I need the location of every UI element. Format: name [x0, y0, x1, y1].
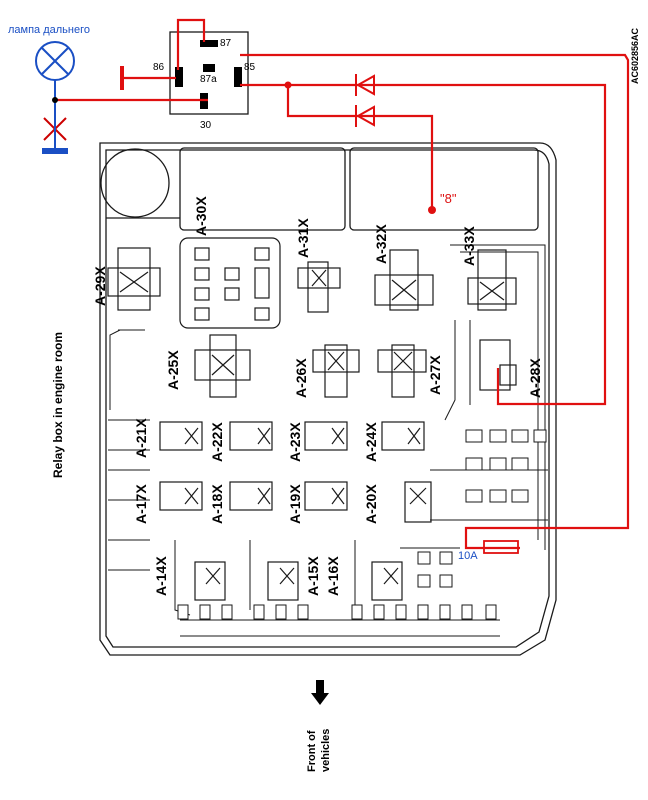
pin-87-label: 87: [220, 38, 232, 49]
relay-block-a30: [179, 237, 281, 329]
label-a29x: A-29X: [92, 266, 108, 306]
relay-labels: A-29X A-30X A-31X A-32X A-33X A-25X A-26…: [92, 196, 543, 596]
ground-symbol: [42, 117, 68, 154]
relay-module-a28: [479, 339, 517, 391]
front-arrow: [311, 680, 329, 705]
relay-contact-87: [200, 40, 218, 47]
wire-87-loop: [176, 18, 206, 70]
lamp-label: лампа дальнего: [8, 24, 90, 36]
label-a15x: A-15X: [305, 556, 321, 596]
relay-contact-87a: [203, 64, 215, 72]
doc-code: AC602856AC: [630, 27, 640, 84]
relay-module-a22: [159, 421, 203, 451]
fuse-10a-label: 10A: [458, 550, 478, 562]
lamp-symbol: [35, 41, 75, 118]
label-a33x: A-33X: [461, 226, 477, 266]
pin-86-label: 86: [153, 62, 165, 73]
label-a24x: A-24X: [363, 422, 379, 462]
relay-module-a32: [374, 249, 434, 311]
wire-87-to-fuse: [240, 53, 630, 550]
pin-87a-label: 87a: [200, 74, 217, 85]
internal-traces: [108, 244, 548, 637]
relay-module-a15: [267, 561, 299, 601]
front-label-line2: vehicles: [320, 729, 332, 772]
relay-module-a24b: [381, 421, 425, 451]
wire-85-main: [240, 83, 607, 406]
label-a31x: A-31X: [295, 218, 311, 258]
relay-module-a16: [371, 561, 403, 601]
fuse-10a-box: [483, 540, 519, 554]
label-a18x: A-18X: [209, 484, 225, 524]
relay-modules: [107, 247, 517, 601]
connector-8-dot: [428, 206, 436, 214]
label-a27x: A-27X: [427, 355, 443, 395]
relay-module-a33: [467, 249, 517, 311]
relay-module-a25: [194, 334, 251, 398]
pin-30-label: 30: [200, 120, 212, 131]
relay-module-a14: [194, 561, 226, 601]
fuse-row: [177, 429, 547, 620]
relay-module-a31: [297, 261, 341, 313]
relay-module-a20: [304, 481, 348, 511]
label-a20x: A-20X: [363, 484, 379, 524]
label-a25x: A-25X: [165, 350, 181, 390]
label-a22x: A-22X: [209, 422, 225, 462]
label-a28x: A-28X: [527, 358, 543, 398]
lamp-junction: [52, 97, 58, 103]
fuse-holder-round: [100, 148, 170, 218]
relay-contact-85: [234, 67, 242, 87]
relay-module-a19: [229, 481, 273, 511]
external-relay: 87 86 87a 85 30: [153, 31, 256, 131]
relay-module-a29: [107, 247, 161, 311]
label-a14x: A-14X: [153, 556, 169, 596]
label-a30x: A-30X: [193, 196, 209, 236]
label-a23x: A-23X: [287, 422, 303, 462]
pin-85-label: 85: [244, 62, 256, 73]
box-title: Relay box in engine room: [51, 332, 65, 478]
relay-module-a20b: [404, 481, 432, 523]
top-compartment-1: [179, 147, 346, 231]
label-a32x: A-32X: [373, 224, 389, 264]
relay-module-a24: [304, 421, 348, 451]
relay-module-a23: [229, 421, 273, 451]
label-a21x: A-21X: [133, 418, 149, 458]
relay-contact-86: [175, 67, 183, 87]
diode-upper: [355, 74, 375, 96]
junction-85: [284, 81, 292, 89]
red-wiring: [55, 18, 630, 550]
relay-module-a26: [312, 344, 360, 398]
relay-module-a27: [377, 344, 427, 398]
diode-lower: [355, 105, 375, 127]
label-a17x: A-17X: [133, 484, 149, 524]
label-a16x: A-16X: [325, 556, 341, 596]
label-a19x: A-19X: [287, 484, 303, 524]
connector-8-label: "8": [440, 191, 457, 206]
label-a26x: A-26X: [293, 358, 309, 398]
front-label-line1: Front of: [306, 730, 318, 772]
relay-module-a18: [159, 481, 203, 511]
top-compartment-2: [349, 147, 539, 231]
relay-box: [99, 142, 557, 656]
